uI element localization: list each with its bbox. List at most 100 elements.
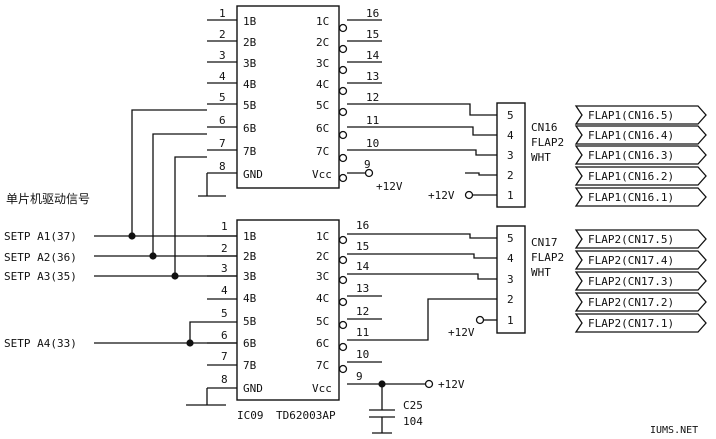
cn16-line3: WHT: [531, 151, 551, 164]
flap1-cn16-1: FLAP1(CN16.1): [588, 191, 674, 204]
flap1-labels: FLAP1(CN16.5) FLAP1(CN16.4) FLAP1(CN16.3…: [574, 105, 707, 207]
top-pin-3: 3: [219, 49, 226, 62]
top-out-5c: 5C: [316, 99, 329, 112]
top-pin-12: 12: [366, 91, 379, 104]
bottom-pin-15: 15: [356, 240, 369, 253]
bottom-out-6c: 6C: [316, 337, 329, 350]
connector-cn16: 5 4 3 2 1 CN16 FLAP2 WHT +12V: [382, 102, 564, 208]
bottom-pin-9: 9: [356, 370, 363, 383]
bottom-pin-5: 5: [221, 307, 228, 320]
flap2-cn17-4: FLAP2(CN17.4): [588, 254, 674, 267]
top-pin-2: 2: [219, 28, 226, 41]
top-pin-8: 8: [219, 160, 226, 173]
input-wiring: [94, 109, 237, 344]
bottom-in-1b: 1B: [243, 230, 257, 243]
bottom-in-2b: 2B: [243, 250, 257, 263]
cn16-supply: +12V: [428, 189, 455, 202]
capacitor-ref: C25: [403, 399, 423, 412]
top-pin-16: 16: [366, 7, 379, 20]
top-out-4c: 4C: [316, 78, 329, 91]
capacitor-value: 104: [403, 415, 423, 428]
bottom-pin-3: 3: [221, 262, 228, 275]
signal-a4: SETP A4(33): [4, 337, 77, 350]
bottom-in-6b: 6B: [243, 337, 257, 350]
top-in-3b: 3B: [243, 57, 257, 70]
top-in-gnd: GND: [243, 168, 263, 181]
flap1-cn16-5: FLAP1(CN16.5): [588, 109, 674, 122]
flap1-cn16-4: FLAP1(CN16.4): [588, 129, 674, 142]
signal-a2: SETP A2(36): [4, 251, 77, 264]
cn16-pin-1: 1: [507, 189, 514, 202]
bottom-out-2c: 2C: [316, 250, 329, 263]
bottom-pin-12: 12: [356, 305, 369, 318]
bottom-pin-10: 10: [356, 348, 369, 361]
flap2-labels: FLAP2(CN17.5) FLAP2(CN17.4) FLAP2(CN17.3…: [574, 229, 707, 333]
top-pin-4: 4: [219, 70, 226, 83]
bottom-pin-7: 7: [221, 350, 228, 363]
cn17-line2: FLAP2: [531, 251, 564, 264]
top-driver-chip: 1 2 3 4 5 6 7 8 1B 2B 3B 4B 5B 6B 7B GND…: [198, 5, 403, 197]
flap2-cn17-3: FLAP2(CN17.3): [588, 275, 674, 288]
bottom-pin-6: 6: [221, 329, 228, 342]
flap1-cn16-3: FLAP1(CN16.3): [588, 149, 674, 162]
cn17-pin-1: 1: [507, 314, 514, 327]
cn17-supply: +12V: [448, 326, 475, 339]
bottom-in-7b: 7B: [243, 359, 257, 372]
top-out-6c: 6C: [316, 122, 329, 135]
bottom-pin-1: 1: [221, 220, 228, 233]
bottom-pin-4: 4: [221, 284, 228, 297]
cn17-pin-5: 5: [507, 232, 514, 245]
top-pin-11: 11: [366, 114, 379, 127]
bottom-chip-body: [236, 219, 340, 401]
top-in-1b: 1B: [243, 15, 257, 28]
flap2-cn17-1: FLAP2(CN17.1): [588, 317, 674, 330]
top-pin-6: 6: [219, 114, 226, 127]
bottom-pin-16: 16: [356, 219, 369, 232]
cn17-line3: WHT: [531, 266, 551, 279]
top-pin-7: 7: [219, 137, 226, 150]
top-pin-1: 1: [219, 7, 226, 20]
top-in-7b: 7B: [243, 145, 257, 158]
chip-part-label: TD62003AP: [276, 409, 336, 422]
bottom-out-1c: 1C: [316, 230, 329, 243]
cn17-pin-3: 3: [507, 273, 514, 286]
chip-ref-label: IC09: [237, 409, 264, 422]
bottom-pin-14: 14: [356, 260, 370, 273]
cn17-pin-2: 2: [507, 293, 514, 306]
bottom-pin-2: 2: [221, 242, 228, 255]
bottom-out-5c: 5C: [316, 315, 329, 328]
connector-cn17: 5 4 3 2 1 CN17 FLAP2 WHT +12V: [382, 225, 564, 341]
bottom-pin-8: 8: [221, 373, 228, 386]
bottom-in-gnd: GND: [243, 382, 263, 395]
top-in-2b: 2B: [243, 36, 257, 49]
bottom-out-vcc: Vcc: [312, 382, 332, 395]
top-in-6b: 6B: [243, 122, 257, 135]
top-pin-13: 13: [366, 70, 379, 83]
top-pin-10: 10: [366, 137, 379, 150]
top-out-3c: 3C: [316, 57, 329, 70]
top-out-7c: 7C: [316, 145, 329, 158]
top-pin-5: 5: [219, 91, 226, 104]
cn16-pin-4: 4: [507, 129, 514, 142]
top-chip-body: [236, 5, 340, 189]
bottom-out-7c: 7C: [316, 359, 329, 372]
flap2-cn17-2: FLAP2(CN17.2): [588, 296, 674, 309]
bottom-in-4b: 4B: [243, 292, 257, 305]
flap2-cn17-5: FLAP2(CN17.5): [588, 233, 674, 246]
bottom-vcc-supply: +12V: [438, 378, 465, 391]
flap1-cn16-2: FLAP1(CN16.2): [588, 170, 674, 183]
watermark-text: IUMS.NET: [650, 425, 698, 436]
bottom-in-3b: 3B: [243, 270, 257, 283]
signal-heading: 单片机驱动信号: [6, 192, 90, 206]
bottom-driver-chip: 1 2 3 4 5 6 7 8 1B 2B 3B 4B 5B 6B 7B GND…: [186, 219, 465, 434]
signal-a1: SETP A1(37): [4, 230, 77, 243]
top-out-2c: 2C: [316, 36, 329, 49]
cn17-name: CN17: [531, 236, 558, 249]
top-out-1c: 1C: [316, 15, 329, 28]
top-in-5b: 5B: [243, 99, 257, 112]
top-out-vcc: Vcc: [312, 168, 332, 181]
top-vcc-supply: +12V: [376, 180, 403, 193]
top-pin-9: 9: [364, 158, 371, 171]
